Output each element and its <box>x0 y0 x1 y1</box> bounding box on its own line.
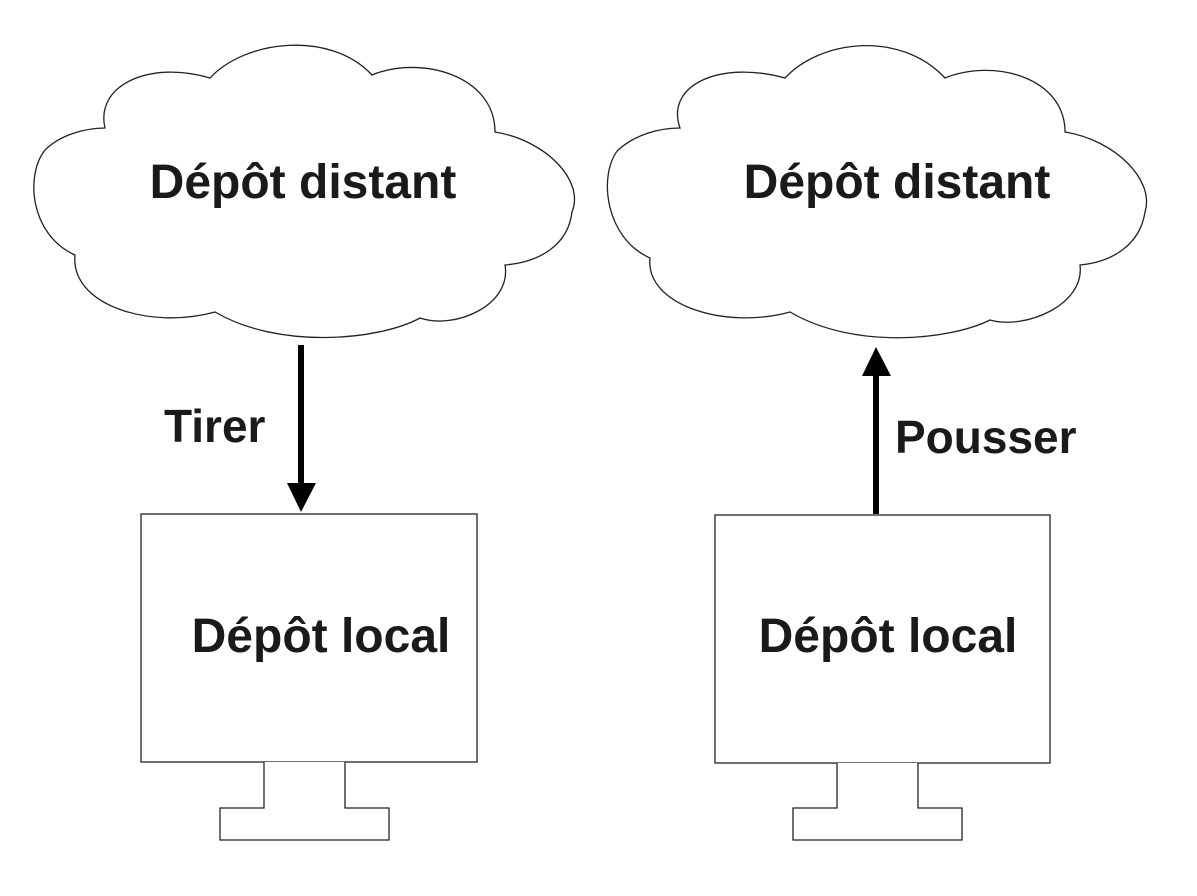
local-repo-monitor-right <box>714 514 1051 764</box>
remote-repo-label-left: Dépôt distant <box>150 156 457 209</box>
push-side: Dépôt distant Pousser Dépôt local <box>606 44 1148 841</box>
push-label: Pousser <box>895 411 1077 463</box>
local-repo-monitor-left <box>140 513 478 763</box>
remote-repo-cloud-right <box>606 44 1148 339</box>
pull-label: Tirer <box>164 400 266 452</box>
pull-side: Dépôt distant Tirer Dépôt local <box>33 44 575 841</box>
push-arrow-head <box>862 347 891 376</box>
monitor-stand-left <box>219 762 390 841</box>
local-repo-label-left: Dépôt local <box>192 610 451 663</box>
monitor-stand-right <box>792 763 963 841</box>
pull-arrow-head <box>287 483 316 512</box>
local-repo-label-right: Dépôt local <box>759 610 1018 663</box>
remote-repo-label-right: Dépôt distant <box>744 156 1051 209</box>
remote-repo-cloud-left <box>33 44 575 339</box>
